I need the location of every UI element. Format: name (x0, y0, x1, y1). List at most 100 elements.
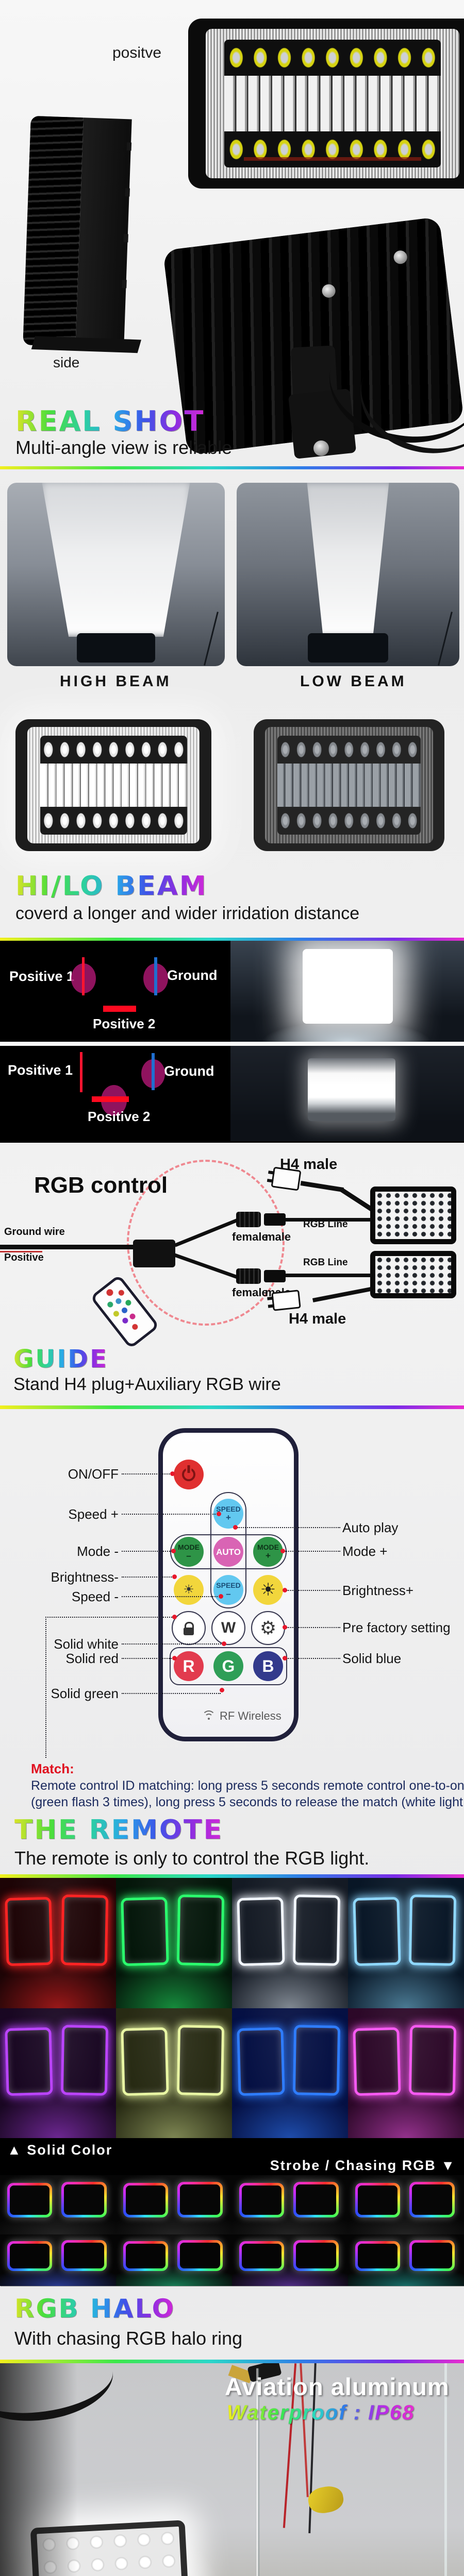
rainbow-divider (0, 2360, 464, 2363)
female-label-top: female (232, 1230, 268, 1243)
rgb-line-wire-top (286, 1218, 371, 1222)
halo-grid-row-4 (0, 2234, 464, 2286)
positive2-wire (92, 1096, 129, 1102)
positive2-label: Positive 2 (88, 1109, 151, 1124)
lamp-silhouette (77, 633, 155, 663)
ground-wire-line (152, 1053, 155, 1090)
solid-red-label: Solid red (65, 1651, 119, 1666)
female-connector (236, 1268, 261, 1284)
halo-photo-cell (348, 2175, 464, 2234)
solid-green-button: G (213, 1651, 243, 1681)
mode-group-outline (170, 1534, 287, 1569)
low-beam-lit-lamp (254, 719, 444, 851)
h4-wire (300, 1181, 344, 1193)
speed-minus-label: Speed - (71, 1589, 119, 1604)
male-connector (264, 1270, 286, 1282)
section-subtitle-hilo: coverd a longer and wider irridation dis… (15, 904, 360, 923)
ground-wire-line (154, 957, 157, 995)
h4-wire (312, 1286, 372, 1302)
positive-label: Positive (4, 1252, 44, 1263)
female-label-bottom: female (232, 1286, 268, 1299)
side-view-label: side (53, 354, 80, 370)
red-reflector-strip (243, 157, 422, 161)
gear-icon: ⚙ (259, 1617, 277, 1638)
rgb-line-label-top: RGB Line (303, 1219, 348, 1230)
high-beam-lit-lamp (15, 719, 211, 851)
rear-screw (392, 249, 408, 265)
positive2-label: Positive 2 (93, 1016, 156, 1031)
section-subtitle-the-remote: The remote is only to control the RGB li… (14, 1848, 370, 1869)
power-button (174, 1460, 204, 1489)
section-title-hilo: HI/LO BEAM (15, 871, 208, 902)
brightness-plus-label: Brightness+ (342, 1583, 414, 1598)
solid-blue-label: Solid blue (342, 1651, 402, 1666)
halo-grid-row-1 (0, 1878, 464, 2008)
ground-label: Ground (164, 1063, 214, 1079)
halo-photo-cell (116, 2234, 232, 2286)
red-wire (0, 1251, 42, 1252)
sun-icon: ☀ (183, 1583, 194, 1597)
match-line1: Remote control ID matching: long press 5… (31, 1778, 464, 1793)
halo-grid-row-2 (0, 2008, 464, 2138)
halo-photo-cell (232, 2175, 348, 2234)
positive1-label: Positive 1 (8, 1062, 73, 1078)
sun-icon: ☀ (260, 1580, 276, 1600)
left-vignette (0, 2363, 77, 2576)
speed-plus-label: Speed + (68, 1506, 119, 1522)
h4-plug-icon (267, 1290, 301, 1311)
low-beam-label: LOW BEAM (300, 673, 407, 690)
rear-screw (321, 283, 337, 299)
front-view-label: positve (112, 44, 162, 61)
glass-edge (444, 2363, 447, 2576)
halo-photo-cell (116, 2175, 232, 2234)
on-off-label: ON/OFF (68, 1466, 119, 1482)
halo-grid-row-3 (0, 2175, 464, 2234)
pre-factory-label: Pre factory setting (342, 1620, 451, 1635)
rgb-control-title: RGB control (34, 1173, 168, 1198)
yellow-float (306, 2484, 345, 2516)
halo-photo-cell (348, 2234, 464, 2286)
high-beam-label: HIGH BEAM (60, 673, 172, 690)
section-title-real-shot: REAL SHOT (15, 405, 205, 437)
ground-label: Ground (167, 968, 218, 983)
rainbow-divider (0, 1405, 464, 1409)
grid-label-band (0, 2138, 464, 2175)
positive1-wire (80, 1052, 82, 1092)
section-title-rgb-halo: RGB HALO (14, 2294, 176, 2324)
rainbow-divider (0, 466, 464, 469)
rainbow-divider (0, 938, 464, 941)
low-beam-photo (237, 483, 459, 666)
ground-wire-label: Ground wire (4, 1226, 65, 1238)
high-beam-photo (7, 483, 225, 666)
rgb-line-label-bottom: RGB Line (303, 1257, 348, 1268)
mode-minus-button: MODE– (174, 1537, 204, 1567)
halo-photo-cell (232, 2234, 348, 2286)
female-connector (236, 1212, 261, 1227)
halo-photo-cell (0, 2175, 116, 2234)
halo-photo-cell (232, 1878, 348, 2008)
rgb-group-outline (170, 1647, 287, 1685)
halo-photo-cell (116, 2008, 232, 2138)
aviation-aluminum-headline: Aviation aluminum (225, 2373, 450, 2400)
section-title-guide: GUIDE (13, 1345, 108, 1374)
panel-divider (0, 1042, 464, 1046)
halo-photo-cell (0, 2234, 116, 2286)
section-subtitle-guide: Stand H4 plug+Auxiliary RGB wire (13, 1375, 281, 1394)
led-row-top (224, 40, 441, 76)
solid-blue-button: B (253, 1651, 283, 1681)
match-line2: (green flash 3 times), long press 5 seco… (31, 1795, 464, 1809)
bracket-screw (313, 440, 329, 456)
halo-photo-cell (0, 2008, 116, 2138)
section-subtitle-rgb-halo: With chasing RGB halo ring (14, 2328, 243, 2349)
brightness-plus-button: ☀ (253, 1575, 283, 1605)
strobe-chasing-label: Strobe / Chasing RGB ▼ (270, 2158, 456, 2173)
halo-photo-cell (348, 1878, 464, 2008)
positive1-wire (82, 957, 85, 995)
lock-icon (184, 1621, 194, 1635)
halo-photo-cell (232, 2008, 348, 2138)
lamp-led-panel (224, 40, 441, 167)
wifi-icon (202, 1710, 216, 1720)
low-beam-wall-photo (230, 1046, 464, 1141)
lock-button (174, 1613, 204, 1643)
